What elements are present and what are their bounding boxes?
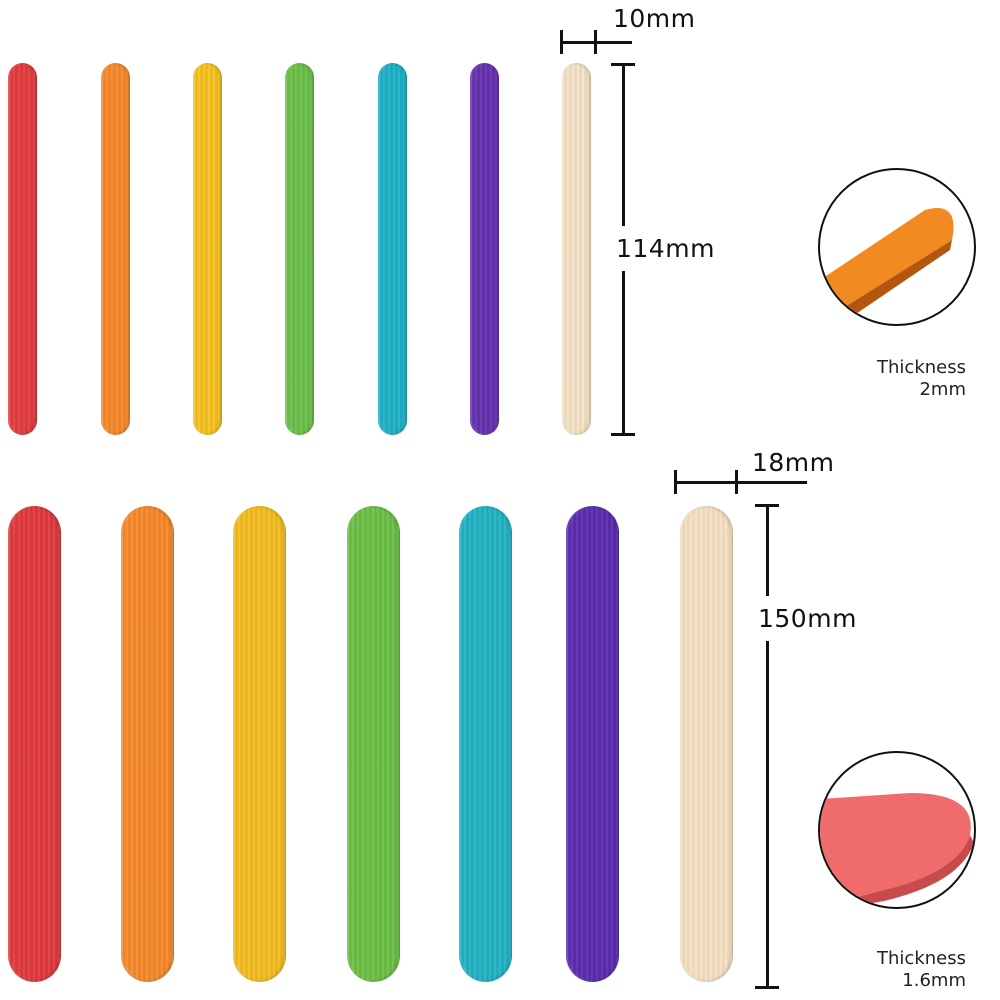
small-width-label: 10mm	[613, 4, 696, 33]
large-thickness-detail	[818, 751, 976, 909]
large-width-tick-left	[674, 470, 677, 494]
large-width-tick-right	[735, 470, 738, 494]
small-stick-orange	[101, 63, 130, 435]
large-length-tick-top	[755, 504, 779, 507]
large-thickness-caption: Thickness 1.6mm	[836, 948, 966, 992]
large-thickness-title: Thickness	[877, 948, 966, 969]
large-stick-end-shape	[820, 793, 971, 907]
small-stick-end-shape	[820, 208, 954, 320]
small-stick-purple	[470, 63, 499, 435]
small-stick-red	[8, 63, 37, 435]
large-stick-orange	[121, 506, 174, 982]
large-stick-blue	[459, 506, 512, 982]
large-stick-end-edge	[820, 835, 974, 907]
small-thickness-value: 2mm	[919, 379, 966, 400]
small-length-label: 114mm	[614, 226, 717, 271]
large-length-dimension-line	[766, 505, 769, 989]
small-stick-green	[285, 63, 314, 435]
small-length-tick-top	[611, 63, 635, 66]
large-length-tick-bottom	[755, 986, 779, 989]
small-stick-natural	[562, 63, 591, 435]
small-width-tick-left	[560, 30, 563, 54]
small-width-tick-right	[594, 30, 597, 54]
large-stick-green	[347, 506, 400, 982]
small-stick-end-closeup	[820, 208, 954, 322]
large-width-dimension-line	[674, 481, 807, 484]
large-length-label: 150mm	[756, 596, 859, 641]
small-stick-yellow	[193, 63, 222, 435]
small-length-tick-bottom	[611, 433, 635, 436]
small-thickness-detail	[818, 168, 976, 326]
small-thickness-title: Thickness	[877, 357, 966, 378]
small-stick-blue	[378, 63, 407, 435]
large-stick-end-closeup	[820, 793, 974, 907]
large-stick-natural	[680, 506, 733, 982]
large-thickness-value: 1.6mm	[902, 970, 966, 991]
large-width-label: 18mm	[752, 448, 835, 477]
large-stick-red	[8, 506, 61, 982]
large-stick-yellow	[233, 506, 286, 982]
small-thickness-caption: Thickness 2mm	[836, 357, 966, 401]
large-stick-purple	[566, 506, 619, 982]
